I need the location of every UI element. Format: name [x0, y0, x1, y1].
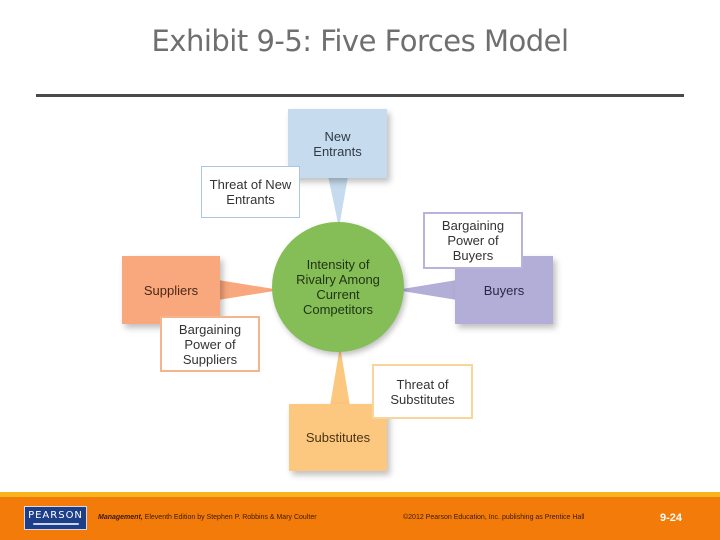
slide-title: Exhibit 9-5: Five Forces Model: [151, 24, 569, 58]
buyers-text: Buyers: [483, 282, 525, 298]
book-authors: Eleventh Edition by Stephen P. Robbins &…: [142, 514, 317, 521]
pearson-logo: PEARSON: [24, 506, 87, 530]
bargaining-power-buyers-label: Bargaining Power of Buyers: [423, 212, 523, 269]
threat-new-entrants-text: Threat of New Entrants: [209, 177, 292, 207]
new-entrants-box: New Entrants: [288, 109, 387, 178]
title-divider: [36, 94, 684, 97]
page-number: 9-24: [660, 512, 683, 524]
suppliers-box: Suppliers: [122, 256, 220, 324]
book-title: Management,: [98, 514, 143, 521]
threat-new-entrants-label: Threat of New Entrants: [201, 166, 300, 218]
footer-bar: [0, 497, 720, 540]
book-credit: Management, Eleventh Edition by Stephen …: [98, 514, 317, 521]
substitutes-text: Substitutes: [305, 430, 371, 445]
suppliers-text: Suppliers: [143, 282, 199, 298]
new-entrants-text: New Entrants: [313, 128, 362, 159]
threat-substitutes-text: Threat of Substitutes: [390, 376, 455, 407]
logo-swoosh-icon: [33, 523, 79, 525]
rivalry-text: Intensity of Rivalry Among Current Compe…: [296, 257, 380, 317]
rivalry-circle: Intensity of Rivalry Among Current Compe…: [272, 222, 404, 352]
pearson-logo-text: PEARSON: [28, 510, 83, 521]
bargaining-power-buyers-text: Bargaining Power of Buyers: [441, 218, 505, 263]
footer-stripe: [0, 492, 720, 497]
bargaining-power-suppliers-text: Bargaining Power of Suppliers: [178, 321, 242, 367]
bargaining-power-suppliers-label: Bargaining Power of Suppliers: [160, 316, 260, 372]
substitutes-box: Substitutes: [289, 404, 387, 471]
threat-substitutes-label: Threat of Substitutes: [372, 364, 473, 419]
copyright: ©2012 Pearson Education, Inc. publishing…: [403, 514, 585, 521]
